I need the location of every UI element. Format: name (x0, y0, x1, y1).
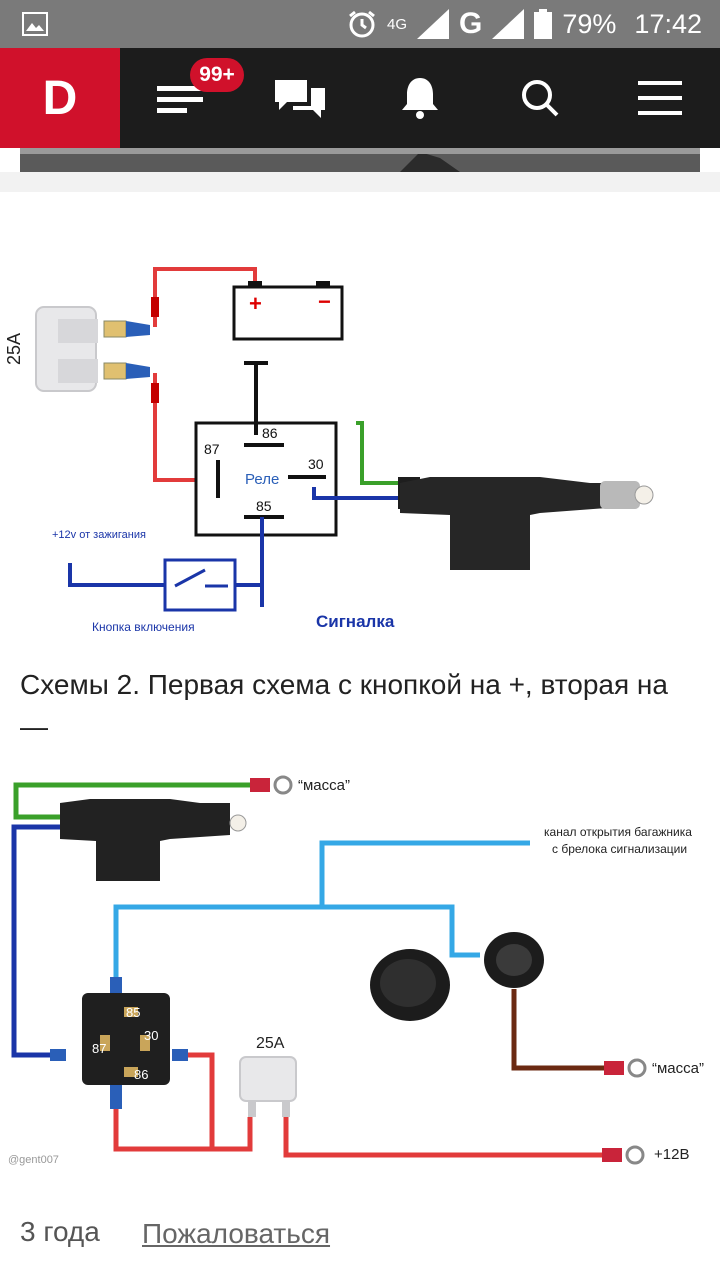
actuator-body (400, 477, 654, 570)
search-button[interactable] (490, 48, 590, 148)
relay2-pin-85: 85 (126, 1005, 140, 1020)
notifications-button[interactable] (370, 48, 470, 148)
battery-percent: 79% (562, 8, 617, 39)
channel-label-1: канал открытия багажника (544, 825, 692, 839)
relay-pin-86: 86 (262, 425, 278, 441)
relay-pin-87: 87 (204, 441, 220, 457)
menu-button[interactable] (610, 48, 710, 148)
battery-plus: + (249, 291, 262, 316)
network-type: 4G (387, 15, 408, 33)
content-divider (0, 172, 720, 192)
drive2-logo[interactable]: D (0, 48, 120, 148)
ignition-label: +12v от зажигания (52, 529, 146, 541)
signal-icon-2 (492, 9, 525, 39)
carrier-symbol: G (459, 7, 483, 40)
clock: 17:42 (634, 8, 702, 39)
relay-pin-85: 85 (256, 498, 272, 514)
signal-icon (417, 9, 450, 39)
relay-label: Реле (245, 471, 279, 488)
report-link[interactable]: Пожаловаться (142, 1218, 331, 1249)
trunk-button-rear (484, 932, 544, 988)
hamburger-icon (638, 81, 682, 115)
status-bar: 4G G 79% 17:42 (0, 0, 720, 48)
alarm-label: Сигналка (316, 612, 395, 631)
post-caption: Схемы 2. Первая схема с кнопкой на +, вт… (20, 669, 668, 742)
relay2-pin-87: 87 (92, 1041, 106, 1056)
alarm-icon (349, 10, 375, 38)
battery-minus: − (318, 289, 331, 314)
ground-label-bottom: “масса” (652, 1060, 704, 1077)
button-label: Кнопка включения (92, 620, 195, 634)
relay2-pin-30: 30 (144, 1028, 158, 1043)
trunk-button (370, 949, 450, 1021)
wiring-diagram-button-plus[interactable]: 25A + − 86 87 Реле 30 85 +12v от зажиган… (0, 255, 420, 645)
feed-button[interactable] (130, 48, 230, 148)
relay2-pin-86: 86 (134, 1067, 148, 1082)
wiring-diagram-trunk[interactable]: “масса” канал открытия багажника с брело… (0, 745, 720, 1175)
ground-label-top: “масса” (298, 777, 350, 794)
channel-label-2: с брелока сигнализации (552, 842, 687, 856)
battery-icon (534, 9, 553, 39)
chat-icon (275, 80, 325, 118)
messages-button[interactable] (250, 48, 350, 148)
feed-badge: 99+ (190, 58, 244, 92)
battery (232, 285, 344, 341)
feed-icon (157, 86, 203, 113)
previous-image-bottom (20, 148, 700, 172)
bell-icon (402, 78, 438, 119)
gallery-notification-icon (22, 12, 48, 41)
relay-4pin: 85 30 87 86 (82, 993, 170, 1085)
search-icon (522, 80, 559, 117)
post-age: 3 года (20, 1216, 100, 1247)
watermark: @gent007 (8, 1154, 59, 1166)
fuse-label: 25A (4, 333, 24, 365)
relay-pin-30: 30 (308, 456, 324, 472)
plus12-label: +12В (654, 1146, 689, 1163)
fuse-25a (239, 1056, 297, 1117)
app-bar: D 99+ (0, 48, 720, 148)
trunk-actuator (60, 799, 247, 881)
fuse-label-2: 25A (256, 1035, 285, 1052)
